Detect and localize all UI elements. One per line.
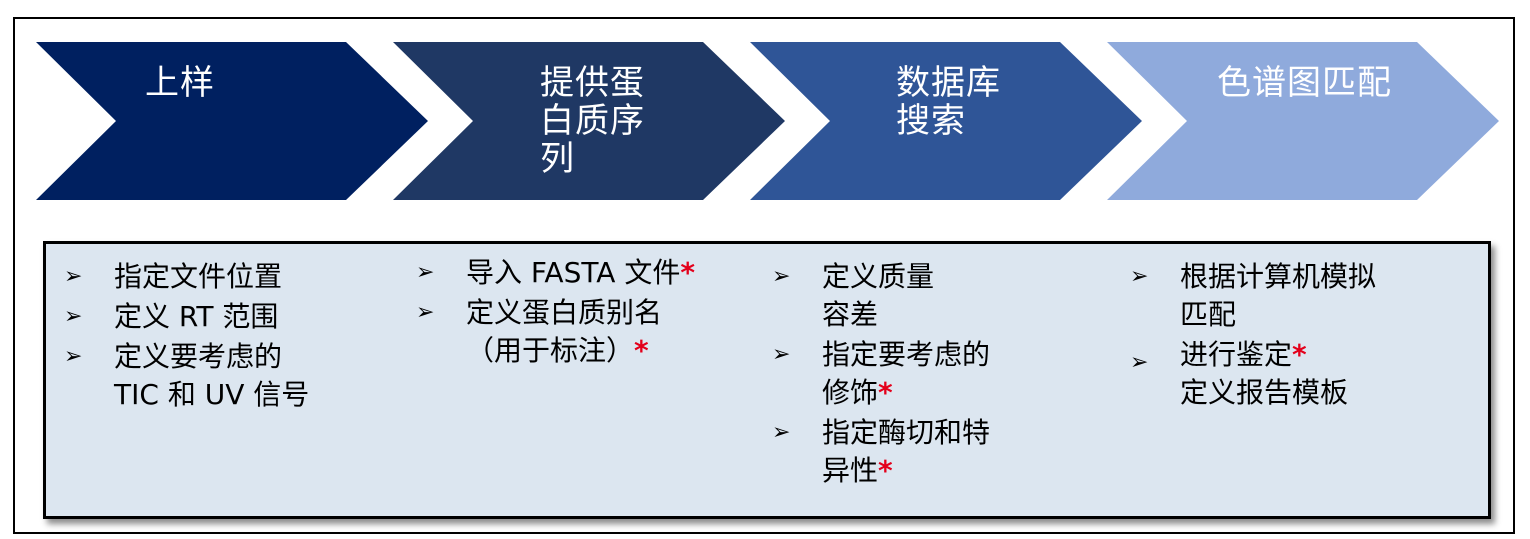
arrow-bullet-icon: ➢ (1130, 264, 1149, 289)
details-panel: ➢ 指定文件位置 ➢ 定义 RT 范围 ➢ 定义要考虑的 TIC 和 UV 信号 ➢ 导入 F… (43, 241, 1491, 519)
chevron-step-label-1: 上样 (145, 63, 215, 103)
detail-item: ➢ 指定要考虑的 修饰* (754, 336, 1104, 412)
detail-item-text: 指定文件位置 (114, 260, 283, 293)
detail-item: ➢ 定义 RT 范围 (46, 298, 386, 336)
required-star-icon: * (680, 256, 696, 289)
process-chevrons (36, 42, 1499, 200)
detail-item: ➢ 指定文件位置 (46, 258, 386, 296)
detail-item-text: 定义质量 容差 (822, 260, 935, 331)
detail-item-text: 定义 RT 范围 (114, 300, 279, 333)
detail-item: ➢ 指定酶切和特 异性* (754, 414, 1104, 490)
detail-item-text: 定义蛋白质别名 （用于标注） (466, 296, 663, 367)
detail-item: ➢ 定义蛋白质别名 （用于标注）* (398, 294, 743, 370)
arrow-bullet-icon: ➢ (772, 264, 791, 289)
required-star-icon: * (1292, 338, 1307, 371)
chevron-step-2 (393, 42, 785, 200)
detail-item-text: 定义报告模板 (1180, 376, 1349, 409)
detail-item: ➢ 进行鉴定* (1112, 336, 1482, 375)
detail-item-text: 进行鉴定 (1180, 338, 1293, 371)
detail-item-text: 根据计算机模拟 匹配 (1180, 260, 1377, 331)
detail-item: ➢ 根据计算机模拟 匹配 (1112, 258, 1482, 334)
arrow-bullet-icon: ➢ (772, 342, 791, 367)
arrow-bullet-icon: ➢ (1130, 350, 1149, 375)
arrow-bullet-icon: ➢ (416, 260, 435, 285)
chevron-step-label-2: 提供蛋 白质序 列 (540, 63, 645, 179)
chevron-step-label-4: 色谱图匹配 (1217, 63, 1392, 103)
detail-item-text: 指定酶切和特 异性 (822, 416, 991, 487)
details-column-3: ➢定义质量 容差➢指定要考虑的 修饰*➢指定酶切和特 异性* (754, 258, 1104, 490)
arrow-bullet-icon: ➢ (772, 420, 791, 445)
detail-item-text: 导入 FASTA 文件 (466, 256, 681, 289)
detail-item: ➢ 导入 FASTA 文件* (398, 254, 743, 292)
chevron-step-3 (750, 42, 1142, 200)
required-star-icon: * (878, 376, 893, 409)
detail-item-text: 定义要考虑的 TIC 和 UV 信号 (114, 340, 310, 411)
detail-item-text: 指定要考虑的 修饰 (822, 338, 991, 409)
arrow-bullet-icon: ➢ (64, 264, 83, 289)
detail-item: 定义报告模板 (1112, 374, 1482, 412)
required-star-icon: * (878, 454, 893, 487)
detail-item: ➢ 定义质量 容差 (754, 258, 1104, 334)
detail-item: ➢ 定义要考虑的 TIC 和 UV 信号 (46, 338, 386, 414)
arrow-bullet-icon: ➢ (64, 304, 83, 329)
required-star-icon: * (634, 334, 649, 367)
chevron-step-4 (1107, 42, 1499, 200)
details-column-4: ➢ 根据计算机模拟 匹配 ➢ 进行鉴定* 定义报告模板 (1112, 258, 1482, 412)
chevron-step-1 (36, 42, 428, 200)
details-column-1: ➢ 指定文件位置 ➢ 定义 RT 范围 ➢ 定义要考虑的 TIC 和 UV 信号 (46, 258, 386, 414)
arrow-bullet-icon: ➢ (416, 300, 435, 325)
chevron-step-label-3: 数据库 搜索 (896, 63, 1001, 141)
details-column-2: ➢导入 FASTA 文件*➢定义蛋白质别名 （用于标注）* (398, 254, 743, 370)
arrow-bullet-icon: ➢ (64, 344, 83, 369)
